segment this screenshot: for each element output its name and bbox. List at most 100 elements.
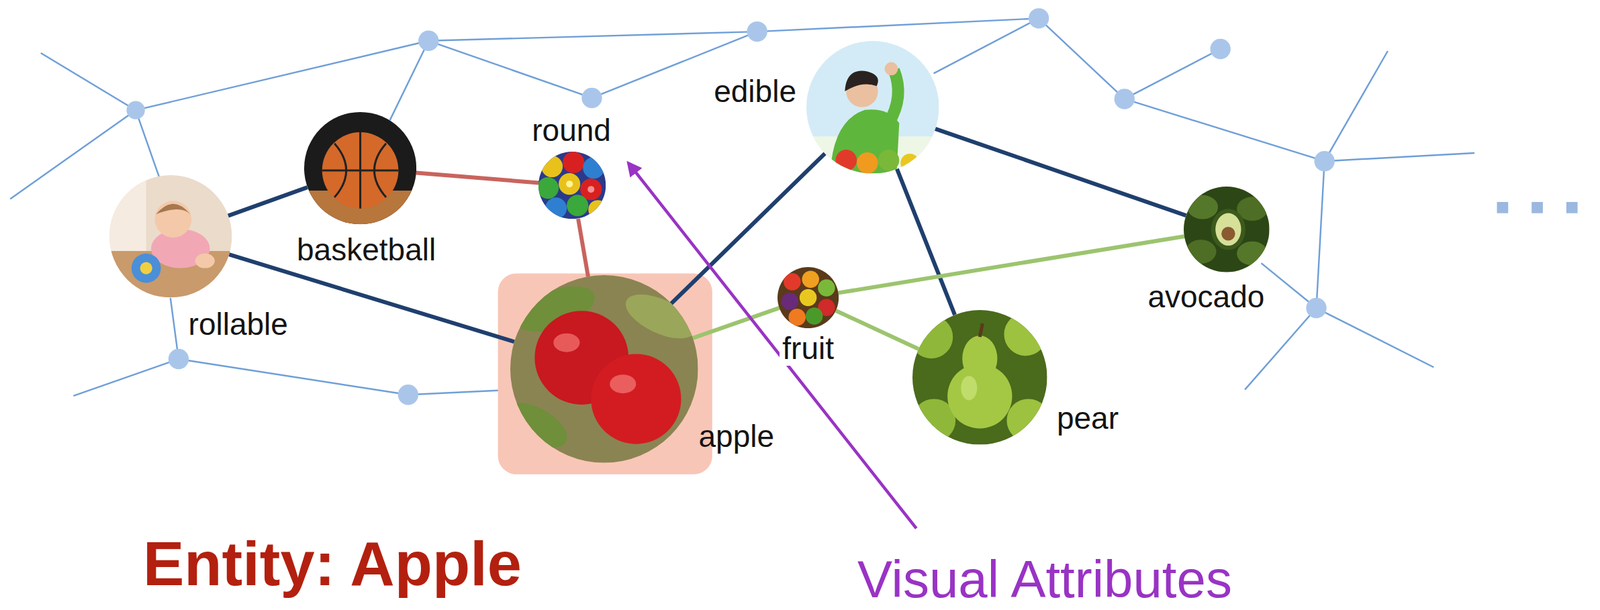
relation-line [228, 187, 308, 217]
ellipsis-dots [1497, 202, 1578, 214]
drawing-part [806, 40, 940, 174]
concept-node: basketball [304, 112, 417, 225]
drawing-part [139, 262, 152, 275]
drawing-part [900, 153, 920, 173]
drawing-part [588, 186, 595, 194]
drawing-part [1313, 151, 1335, 172]
node-label: fruit [779, 331, 837, 366]
node-picture [538, 151, 606, 219]
drawing-part [567, 195, 589, 217]
concept-node: rollable [109, 175, 232, 298]
drawing-part [155, 204, 191, 215]
node-picture [304, 112, 417, 225]
node-picture [510, 275, 699, 464]
node-picture [777, 267, 839, 329]
drawing-part [40, 53, 136, 111]
drawing-part [398, 384, 419, 405]
drawing-part [1187, 195, 1218, 220]
drawing-part [856, 152, 879, 174]
relation-line [935, 128, 1187, 216]
drawing-part [109, 175, 232, 298]
drawing-part [537, 151, 607, 219]
drawing-part [1566, 202, 1578, 214]
drawing-part [979, 323, 983, 338]
drawing-part [788, 308, 806, 327]
drawing-part [73, 359, 179, 397]
drawing-part [537, 177, 559, 200]
concept-node: avocado [1183, 186, 1270, 273]
node-label: basketball [294, 232, 439, 268]
concept-node: edible [806, 40, 940, 174]
drawing-part [109, 175, 147, 252]
node-label: round [529, 113, 614, 148]
drawing-part [802, 271, 820, 289]
drawing-part [962, 335, 998, 382]
drawing-part [960, 375, 977, 401]
node-label: rollable [185, 307, 291, 342]
drawing-part [884, 61, 898, 76]
drawing-part [154, 201, 192, 239]
drawing-part [428, 40, 592, 99]
drawing-part [909, 310, 1051, 446]
drawing-part [545, 198, 567, 220]
drawing-part [1211, 208, 1246, 250]
drawing-part [10, 110, 136, 199]
node-picture [912, 310, 1048, 446]
drawing-part [1003, 312, 1047, 356]
drawing-part [1221, 226, 1235, 241]
drawing-part [498, 275, 702, 464]
drawing-part [805, 307, 824, 325]
drawing-part [1316, 161, 1325, 309]
relation-line [835, 310, 919, 350]
drawing-part [566, 181, 574, 188]
node-label: pear [1054, 401, 1122, 436]
concept-node: apple [510, 275, 699, 464]
drawing-part [322, 132, 399, 209]
attribute-caption: Visual Attributes [857, 552, 1233, 608]
drawing-part [1244, 308, 1316, 391]
drawing-part [1124, 98, 1325, 162]
drawing-part [304, 112, 417, 225]
drawing-part [109, 175, 232, 298]
drawing-part [1114, 88, 1135, 109]
drawing-part [541, 155, 563, 178]
drawing-part [590, 354, 681, 445]
relation-line [838, 236, 1185, 293]
drawing-part [1124, 49, 1221, 99]
drawing-part [126, 100, 145, 119]
drawing-part [877, 149, 900, 172]
drawing-part [1531, 202, 1543, 214]
drawing-part [390, 40, 430, 121]
drawing-part [799, 289, 818, 307]
graph-dots [126, 8, 1335, 405]
drawing-part [1305, 298, 1327, 319]
drawing-part [933, 18, 1040, 74]
drawing-part [559, 173, 581, 196]
relation-line [692, 308, 780, 339]
concept-node: round [538, 151, 606, 219]
drawing-part [1028, 8, 1049, 29]
node-label: apple [695, 419, 777, 454]
drawing-part [1215, 213, 1241, 247]
drawing-part [130, 253, 161, 284]
drawing-part [888, 69, 898, 123]
drawing-part [777, 267, 839, 329]
drawing-part [844, 70, 879, 91]
drawing-part [178, 359, 409, 395]
relation-line [416, 173, 540, 184]
concept-node: pear [912, 310, 1048, 446]
drawing-part [835, 149, 857, 172]
drawing-part [1324, 51, 1388, 162]
drawing-part [1038, 18, 1125, 99]
drawing-part [553, 333, 580, 353]
drawing-part [1236, 241, 1268, 266]
drawing-part [817, 279, 836, 297]
drawing-part [1316, 308, 1435, 368]
drawing-part [322, 132, 399, 209]
drawing-part [1260, 263, 1316, 309]
drawing-part [909, 315, 953, 359]
drawing-part [498, 394, 575, 458]
drawing-part [418, 30, 439, 52]
drawing-part [806, 40, 940, 174]
